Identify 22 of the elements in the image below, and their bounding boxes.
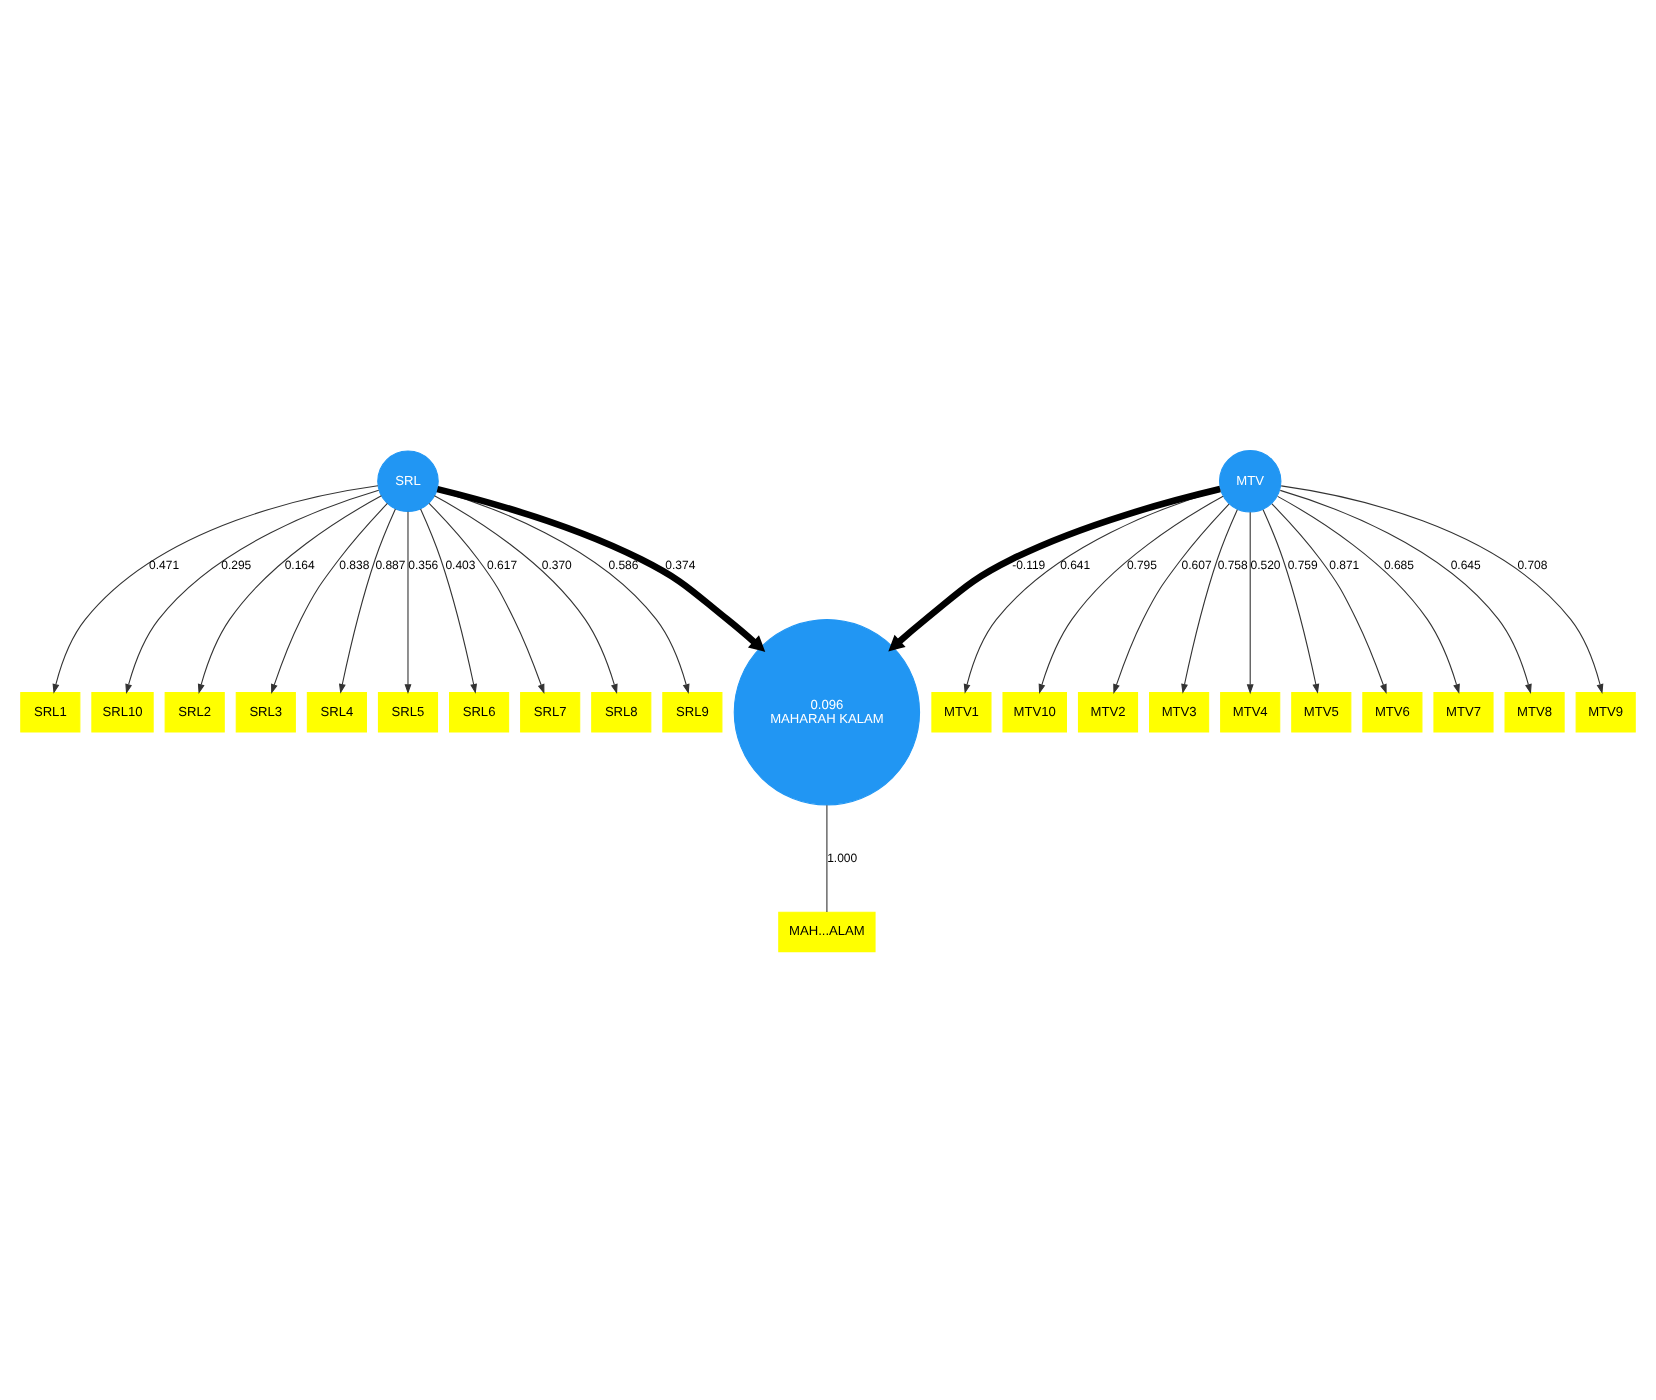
arrow [125,488,380,693]
arrow [197,494,382,693]
arrow [1246,510,1254,694]
arrow [1277,494,1460,693]
arrow [1181,508,1238,693]
arrow [1262,508,1320,693]
arrow [339,507,396,693]
arrow [52,484,379,693]
arrow [1280,484,1604,693]
arrow [1038,494,1224,693]
arrow [428,501,545,694]
arrow [1271,502,1387,694]
arrow [1113,502,1230,693]
arrow [420,507,477,693]
arrow [963,488,1222,693]
arrow [1279,488,1532,693]
arrow [433,494,618,693]
arrow [271,501,388,693]
connector [826,803,828,912]
arrow [888,484,1221,651]
arrow [436,485,766,651]
arrow [404,510,412,694]
